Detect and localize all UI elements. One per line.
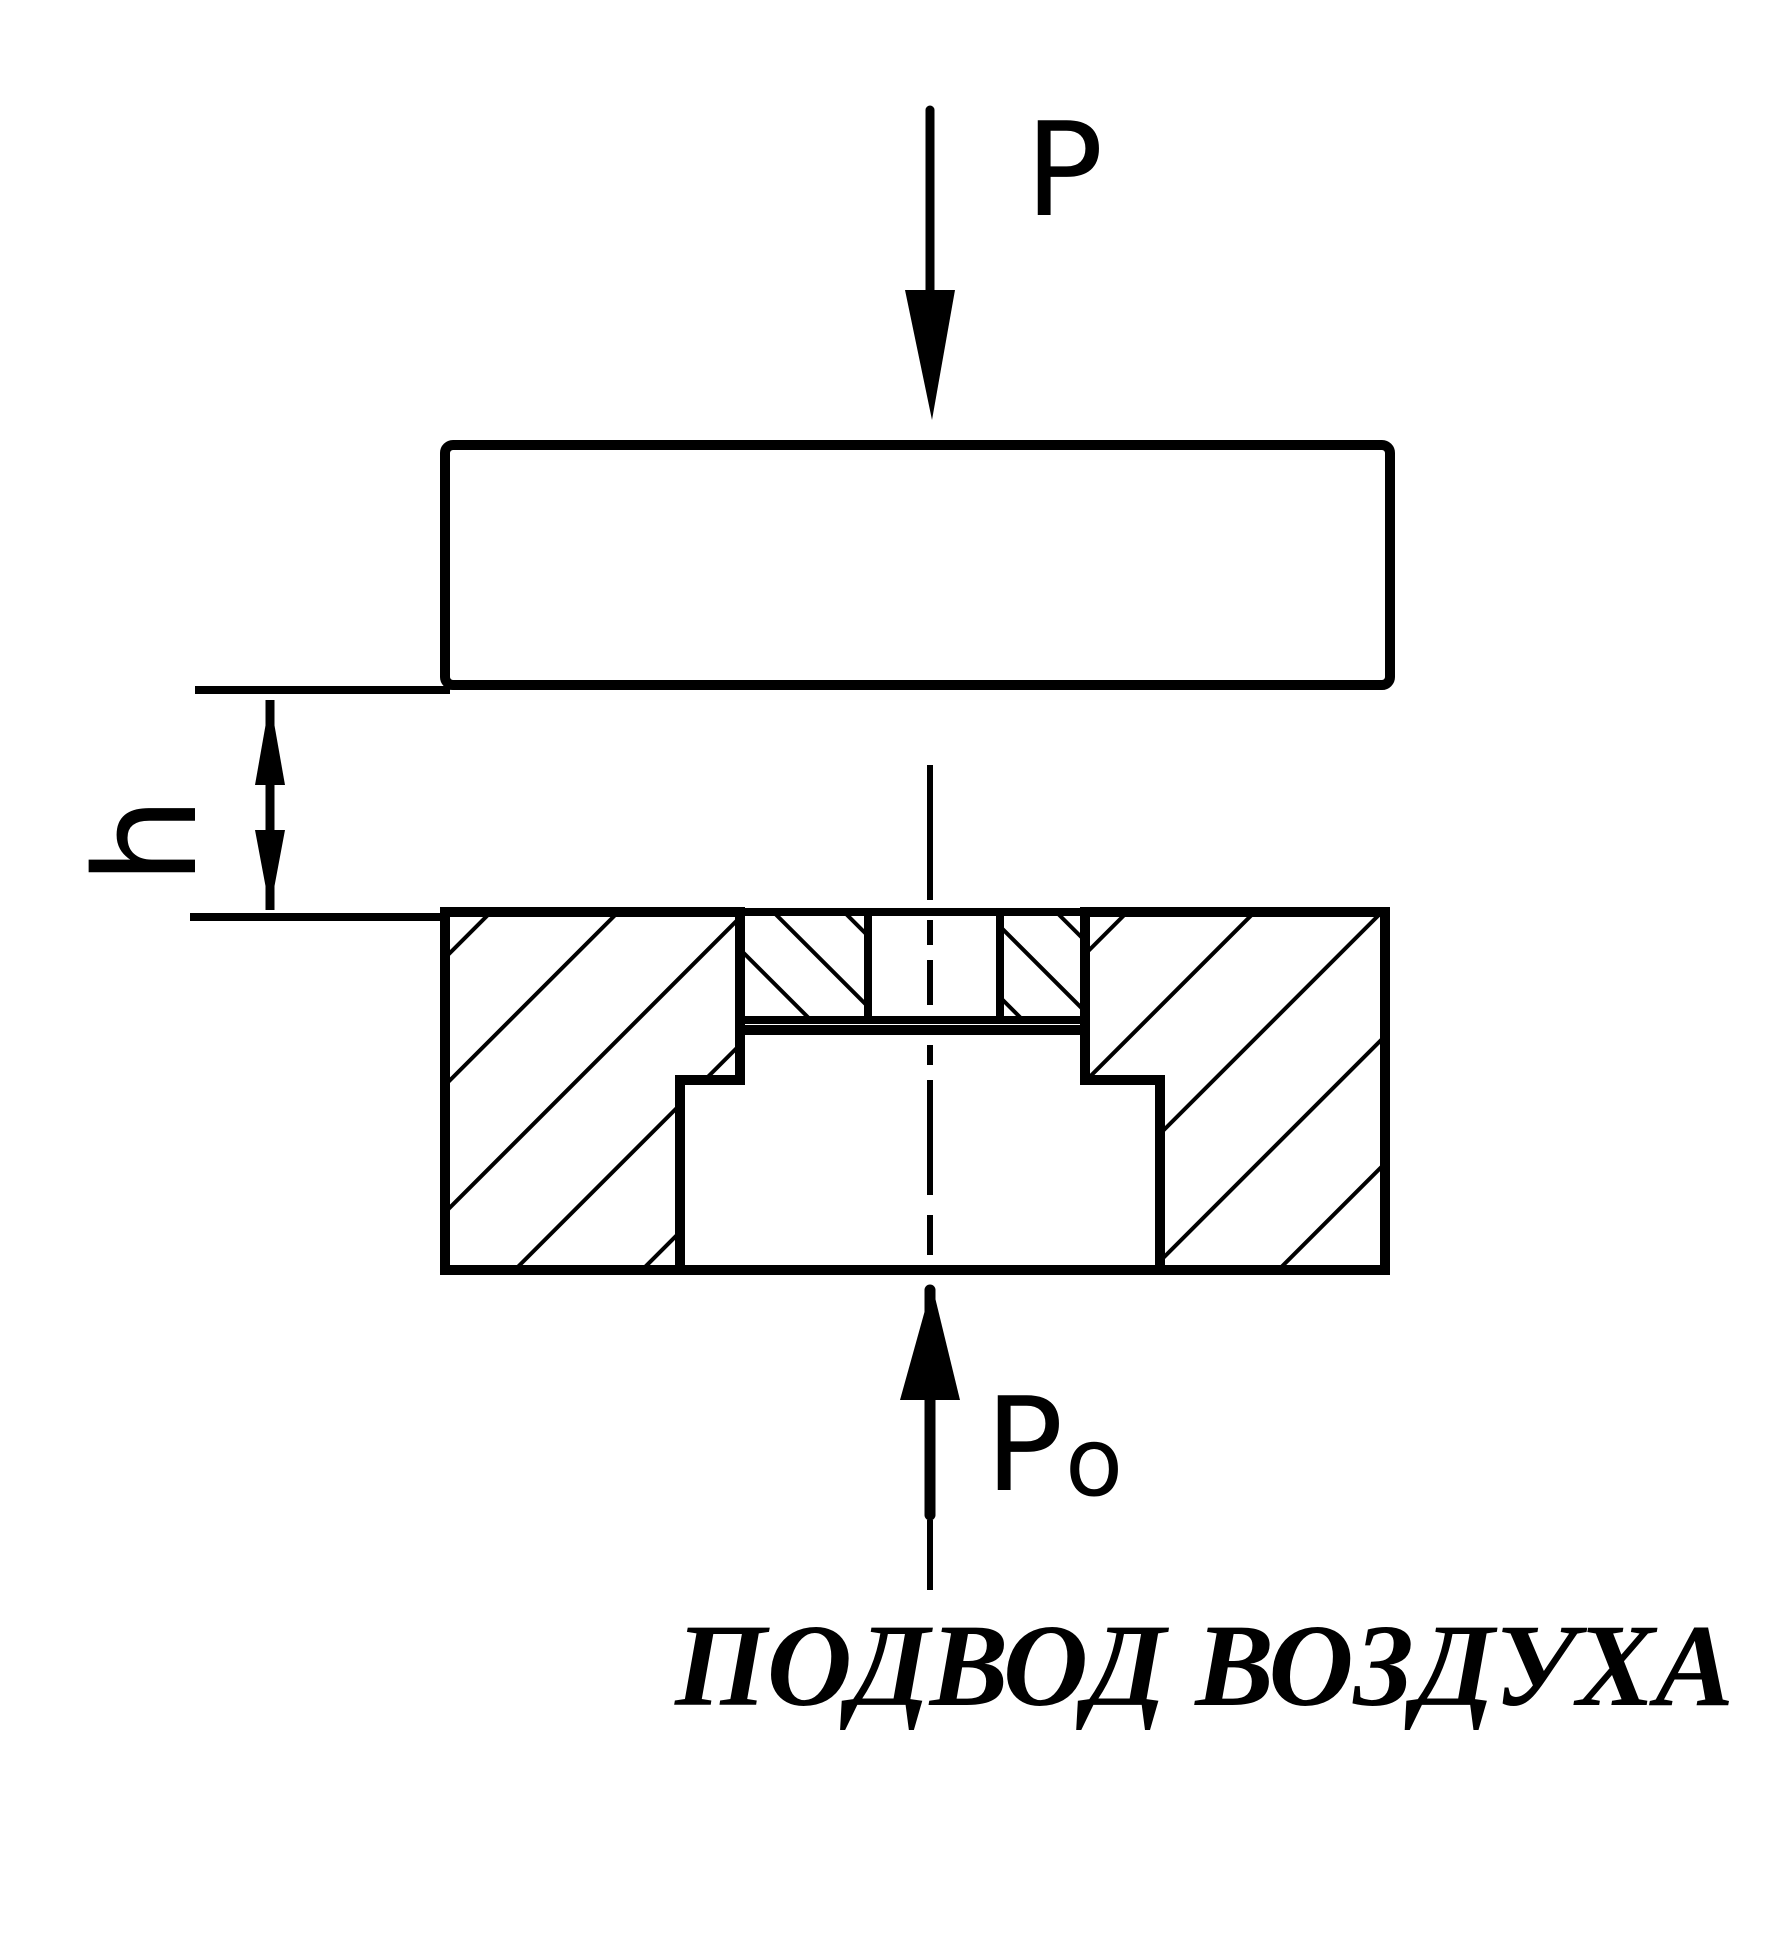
nozzle-insert xyxy=(736,908,1089,1024)
label-force-bottom-subscript: o xyxy=(1065,1408,1123,1518)
label-force-top: P xyxy=(1025,94,1103,246)
label-gap: h xyxy=(66,796,229,885)
upper-plate xyxy=(440,440,1395,690)
label-force-bottom: P xyxy=(985,1369,1063,1521)
force-arrow-top xyxy=(905,105,955,420)
force-arrow-bottom xyxy=(900,1284,960,1521)
caption-air-supply: ПОДВОД ВОЗДУХА xyxy=(674,1600,1734,1731)
air-chamber xyxy=(675,1025,1165,1275)
gap-dimension xyxy=(255,700,285,910)
